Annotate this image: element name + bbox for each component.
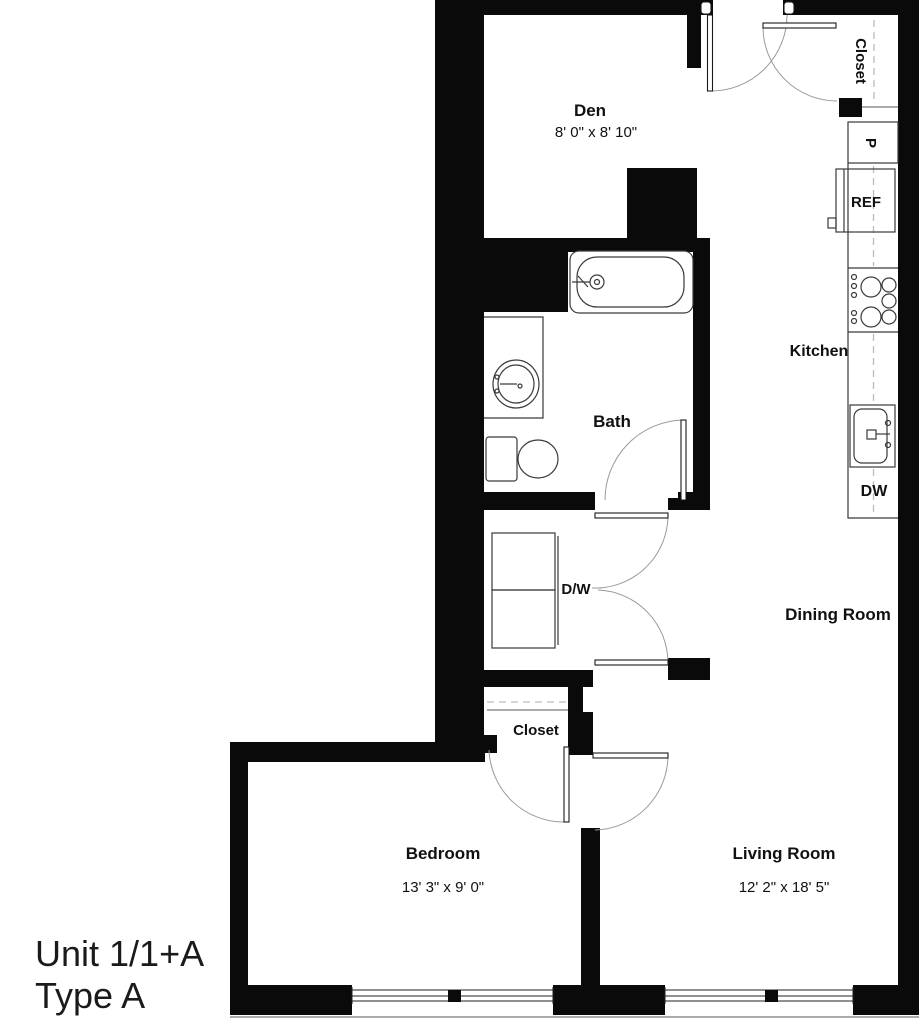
bedroom-window	[351, 987, 554, 1004]
wall-den-bath-chase	[627, 168, 697, 238]
wall-bath-bottom	[435, 492, 595, 510]
wd-door-bottom-swing	[597, 589, 669, 664]
den-dimensions: 8' 0" x 8' 10"	[555, 124, 637, 141]
washer-dryer-label: D/W	[561, 581, 591, 598]
bedroom-closet-label: Closet	[513, 722, 559, 739]
living-room-dimensions: 12' 2" x 18' 5"	[739, 879, 830, 896]
dishwasher-label: DW	[861, 483, 889, 500]
wall-right	[898, 13, 919, 1015]
wall-closet-right	[568, 683, 583, 755]
wd-door-bottom-leaf	[594, 659, 669, 666]
wall-hall-jamb-bottom	[668, 658, 710, 680]
kitchen-counter	[847, 163, 898, 519]
wall-bottom-east	[853, 985, 919, 1015]
washer-dryer	[491, 532, 559, 649]
entry-door-hinge	[700, 1, 712, 15]
wall-top-east	[783, 0, 919, 15]
wall-bath-left-chase	[483, 252, 568, 312]
entry-closet-label: Closet	[852, 38, 869, 84]
bedroom-closet-rod	[487, 701, 568, 711]
entry-door-leaf	[706, 14, 714, 92]
wall-hall-jamb-top	[668, 498, 693, 510]
bath-door-leaf	[680, 419, 687, 501]
window-mullion	[765, 990, 778, 1002]
bathtub	[569, 250, 694, 314]
living-room-label: Living Room	[733, 844, 836, 863]
wall-dw-bottom	[435, 670, 593, 687]
entry-closet-door-leaf	[762, 22, 837, 29]
bath-door-swing	[604, 419, 684, 501]
wall-top-west	[435, 0, 700, 15]
wall-bath-right	[693, 252, 710, 510]
wd-door-top-leaf	[594, 512, 669, 519]
windows	[230, 987, 919, 1018]
wd-door-top-swing	[597, 514, 669, 589]
refrigerator-label: REF	[851, 194, 881, 211]
bath-label: Bath	[593, 412, 631, 431]
wall-bottom-center	[553, 985, 665, 1015]
pantry-cabinet	[847, 121, 899, 164]
kitchen-sink	[849, 404, 896, 468]
fixtures	[484, 20, 899, 711]
bedroom-dimensions: 13' 3" x 9' 0"	[402, 879, 484, 896]
bedroom-closet-door-swing	[488, 749, 567, 823]
wall-bottom-west	[230, 985, 352, 1015]
pantry-label: P	[862, 138, 879, 148]
bedroom-label: Bedroom	[406, 844, 481, 863]
kitchen-label: Kitchen	[790, 343, 849, 360]
wall-left	[435, 0, 484, 762]
entry-closet-door-swing	[762, 26, 838, 102]
bedroom-door-swing	[594, 754, 669, 831]
entry-closet-door-hinge	[783, 1, 795, 15]
bedroom-closet-door-leaf	[563, 746, 570, 823]
entry-closet-rod	[862, 20, 898, 108]
wall-bedroom-left	[230, 742, 248, 1015]
wall-divider-top	[581, 712, 593, 755]
bath-vanity-sink	[484, 316, 544, 419]
wall-den-right-stub	[687, 0, 701, 68]
wall-bedroom-top	[230, 742, 485, 762]
toilet	[485, 436, 559, 482]
entry-door-swing	[710, 14, 788, 92]
refrigerator	[827, 168, 896, 233]
doors	[488, 1, 838, 831]
living-room-window	[664, 987, 854, 1004]
unit-title-line1: Unit 1/1+A	[35, 933, 204, 974]
labels: Den 8' 0" x 8' 10" Closet P REF Kitchen …	[35, 38, 891, 1016]
walls	[230, 0, 919, 1015]
unit-title-line2: Type A	[35, 975, 145, 1016]
stove-cooktop	[848, 267, 898, 333]
bedroom-door-leaf	[592, 752, 669, 759]
window-mullion	[448, 990, 461, 1002]
den-label: Den	[574, 101, 606, 120]
wall-entry-closet-stub	[839, 98, 862, 117]
wall-bath-top	[435, 238, 710, 252]
wall-bedroom-living-divider	[581, 828, 600, 985]
dining-room-label: Dining Room	[785, 605, 891, 624]
